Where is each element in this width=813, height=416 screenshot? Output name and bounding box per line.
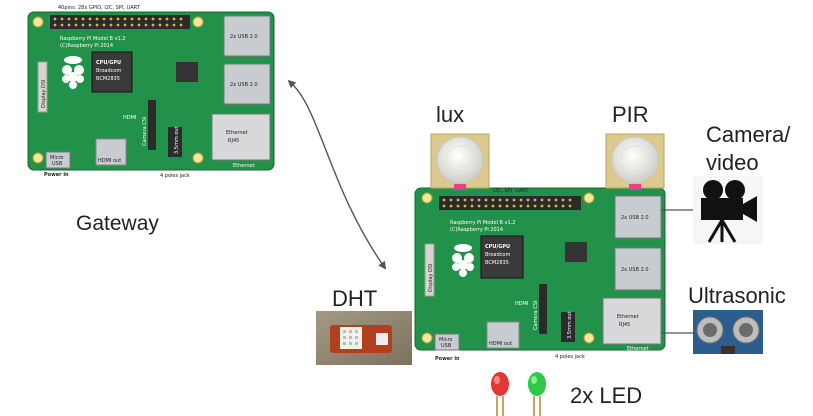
pir-label: PIR xyxy=(612,102,649,127)
red-led xyxy=(491,372,509,416)
led-label: 2x LED xyxy=(570,383,642,408)
ethernet-tag: Ethernet xyxy=(233,163,255,169)
pir-sensor xyxy=(606,134,664,190)
cpu-label-1: CPU/GPU xyxy=(485,244,510,250)
board-model: Raspberry Pi Model B v1.2 xyxy=(60,36,125,42)
gpio-header xyxy=(50,15,190,29)
ethernet-label-1: Ethernet xyxy=(226,130,248,136)
lan-chip xyxy=(176,62,198,82)
gateway-raspberry-pi-board: 40pins: 28x GPIO, I2C, SPI, UART Display… xyxy=(28,5,274,179)
micro-usb-label-2: USB xyxy=(52,161,63,167)
hdmi-label: HDMI xyxy=(515,301,528,307)
camera-label: Camera CSI xyxy=(142,117,148,146)
micro-usb-label-2: USB xyxy=(441,343,452,349)
usb-top-label: 2x USB 2.0 xyxy=(621,215,649,221)
audio-jack-chip-label: 3.5mm out xyxy=(174,126,180,154)
cpu-label-3: BCM2835 xyxy=(96,76,120,82)
hdmi-label: HDMI xyxy=(123,115,136,121)
audio-jack-label: 4 poles jack xyxy=(555,354,585,360)
camera-label: Camera CSI xyxy=(533,301,539,330)
gateway-label: Gateway xyxy=(76,212,159,235)
usb-top-label: 2x USB 2.0 xyxy=(230,34,258,40)
gpio-label: I2C, SPI, UART xyxy=(493,188,529,194)
cpu-label-3: BCM2835 xyxy=(485,260,509,266)
camera-connector xyxy=(148,100,156,150)
power-in-label: Power in xyxy=(44,172,69,178)
audio-jack-chip-label: 3.5mm out xyxy=(567,311,573,339)
network-link-arrow xyxy=(292,84,385,268)
power-in-label: Power in xyxy=(435,356,460,362)
audio-jack-label: 4 poles jack xyxy=(160,173,190,179)
camera-label-line2: video xyxy=(706,150,759,175)
display-label: Display DSI xyxy=(41,79,47,108)
ethernet-port xyxy=(603,298,661,344)
board-model: Raspberry Pi Model B v1.2 xyxy=(450,220,515,226)
green-led xyxy=(528,372,546,416)
board-copyright: (C)Raspberry Pi 2014 xyxy=(60,43,113,49)
lan-chip xyxy=(565,242,587,262)
ethernet-label-2: RJ45 xyxy=(228,138,239,144)
board-copyright: (C)Raspberry Pi 2014 xyxy=(450,227,503,233)
ultrasonic-label: Ultrasonic xyxy=(688,283,786,308)
ethernet-label-2: RJ45 xyxy=(619,322,630,328)
dht-sensor xyxy=(316,311,412,365)
ethernet-label-1: Ethernet xyxy=(617,314,639,320)
gpio-header xyxy=(439,196,581,210)
sensor-node-raspberry-pi-board: I2C, SPI, UART Display DSI Raspberry Pi … xyxy=(415,188,665,362)
camera-connector xyxy=(539,284,547,334)
gpio-label: 40pins: 28x GPIO, I2C, SPI, UART xyxy=(58,5,141,11)
ethernet-port xyxy=(212,114,270,160)
camera-label-line1: Camera/ xyxy=(706,122,791,147)
usb-bottom-label: 2x USB 2.0 xyxy=(621,267,649,273)
hdmi-out-label: HDMI out xyxy=(98,158,121,164)
dht-label: DHT xyxy=(332,286,377,311)
ultrasonic-sensor xyxy=(693,310,763,354)
display-label: Display DSI xyxy=(428,263,434,292)
usb-bottom-label: 2x USB 2.0 xyxy=(230,82,258,88)
lux-sensor xyxy=(431,134,489,190)
cpu-label-2: Broadcom xyxy=(485,252,510,258)
video-camera-icon xyxy=(693,176,763,244)
hdmi-out-label: HDMI out xyxy=(489,341,512,347)
cpu-label-1: CPU/GPU xyxy=(96,60,121,66)
ethernet-tag: Ethernet xyxy=(627,346,649,352)
cpu-label-2: Broadcom xyxy=(96,68,121,74)
lux-label: lux xyxy=(436,102,464,127)
